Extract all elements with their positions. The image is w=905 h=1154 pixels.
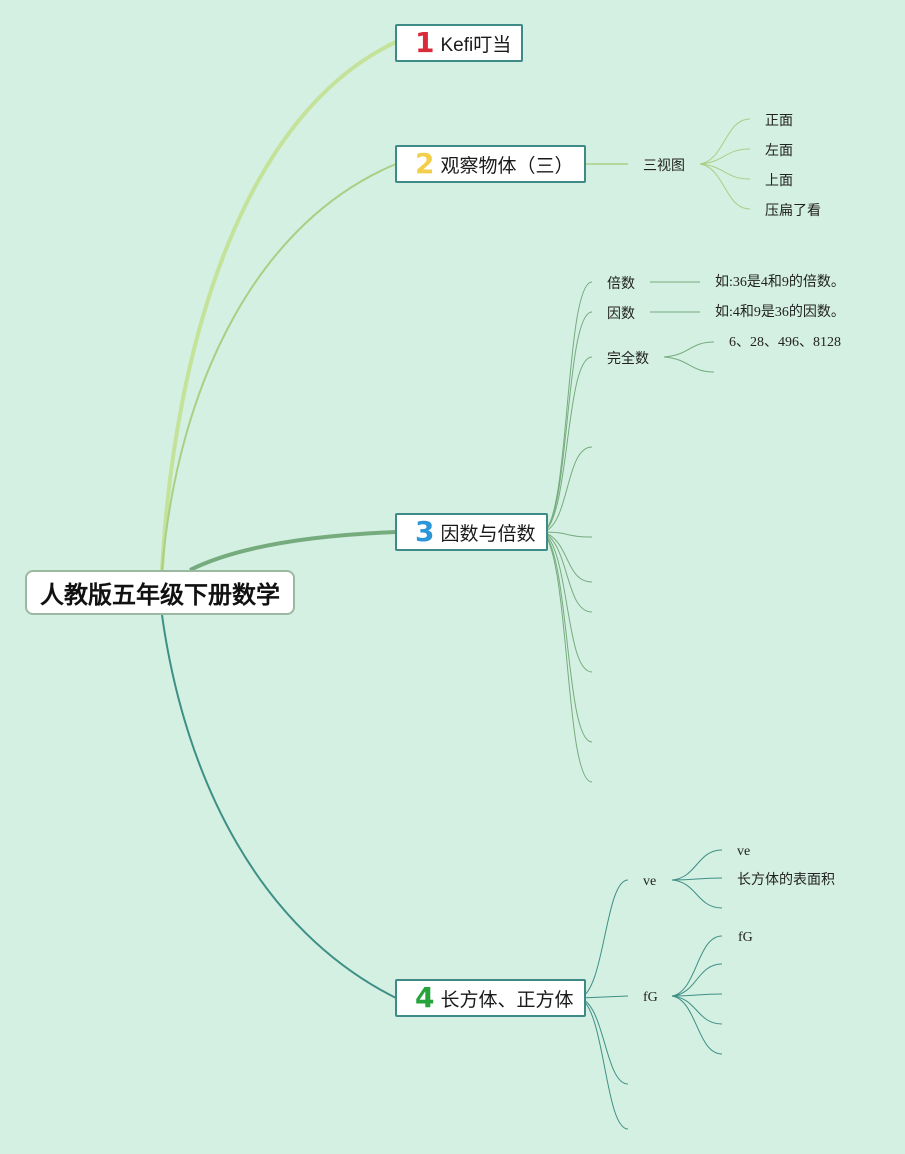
- topic-zhengmian[interactable]: 正面: [765, 112, 793, 128]
- branch-node-4[interactable]: 4 长方体、正方体: [395, 979, 586, 1017]
- branch-number-4: 4: [415, 981, 435, 1014]
- topic-yinshu-detail[interactable]: 如:4和9是36的因数。: [715, 305, 845, 320]
- connector-ve-surface: [671, 877, 723, 881]
- branch-number-2: 2: [415, 147, 435, 180]
- topic-ve[interactable]: ve: [643, 874, 657, 889]
- branch-label-3: 因数与倍数: [440, 523, 536, 545]
- connector-sanshitu-zhengmian: [699, 118, 751, 165]
- connector-b3-beishu: [542, 281, 593, 533]
- topic-wanquanshu[interactable]: 完全数: [607, 350, 649, 366]
- connector-b3-wanquanshu: [542, 356, 593, 533]
- branch-label-4: 长方体、正方体: [440, 989, 574, 1011]
- root-label: 人教版五年级下册数学: [40, 582, 280, 609]
- topic-wanquanshu-detail[interactable]: 6、28、496、8128: [729, 335, 841, 350]
- connector-ve-empty: [671, 879, 723, 909]
- connector-b4-fg: [579, 995, 629, 999]
- connector-root-branch-4: [161, 614, 397, 999]
- connector-root-branch-3: [189, 530, 397, 572]
- topic-zuomian[interactable]: 左面: [765, 142, 793, 158]
- branch-node-1[interactable]: 1 Kefi叮当: [395, 24, 524, 62]
- connector-b3-empty-1: [542, 446, 593, 533]
- connector-sanshitu-zuomian: [699, 148, 751, 165]
- connector-ve-ve: [671, 849, 723, 881]
- topic-yabian[interactable]: 压扁了看: [765, 202, 821, 218]
- connector-sanshitu-shangmian: [699, 163, 751, 180]
- connector-b3-empty-2: [542, 531, 593, 538]
- branch-node-2[interactable]: 2 观察物体（三）: [395, 145, 586, 183]
- connector-fg-fg: [671, 935, 723, 997]
- connector-fg-empty-3: [671, 995, 723, 1025]
- root-node[interactable]: 人教版五年级下册数学: [25, 570, 295, 615]
- branch-node-3[interactable]: 3 因数与倍数: [395, 513, 548, 551]
- connector-b4-ve: [579, 879, 629, 999]
- connector-wanquanshu-a: [663, 341, 715, 358]
- connector-b3-empty-3: [542, 531, 593, 583]
- topic-ve-ve[interactable]: ve: [737, 844, 751, 859]
- connector-fg-empty-1: [671, 963, 723, 997]
- connector-b3-empty-7: [542, 531, 593, 783]
- connector-b3-yinshu: [542, 311, 593, 533]
- connector-wanquanshu-b: [663, 356, 715, 373]
- topic-beishu-detail[interactable]: 如:36是4和9的倍数。: [715, 275, 845, 290]
- connector-b3-empty-4: [542, 531, 593, 613]
- connector-fg-empty-4: [671, 995, 723, 1055]
- connector-b3-empty-6: [542, 531, 593, 743]
- connector-root-branch-1: [160, 40, 397, 571]
- branch-label-2: 观察物体（三）: [440, 155, 574, 177]
- branch-number-3: 3: [415, 515, 435, 548]
- connector-b4-empty-1: [579, 997, 629, 1085]
- topic-beishu[interactable]: 倍数: [607, 275, 635, 291]
- branch-label-1: Kefi叮当: [440, 34, 512, 56]
- topic-surface-area[interactable]: 长方体的表面积: [737, 871, 835, 887]
- topic-fg[interactable]: fG: [643, 990, 658, 1005]
- branch-number-1: 1: [415, 26, 435, 59]
- connector-b3-empty-5: [542, 531, 593, 673]
- connector-fg-empty-2: [671, 993, 723, 997]
- topic-sanshitu[interactable]: 三视图: [643, 157, 685, 173]
- connector-root-branch-2: [161, 163, 397, 571]
- topic-shangmian[interactable]: 上面: [765, 172, 793, 188]
- connector-sanshitu-yabian: [699, 163, 751, 210]
- topic-fg-fg[interactable]: fG: [738, 930, 753, 945]
- connector-b4-empty-2: [579, 997, 629, 1130]
- topic-yinshu[interactable]: 因数: [607, 305, 635, 321]
